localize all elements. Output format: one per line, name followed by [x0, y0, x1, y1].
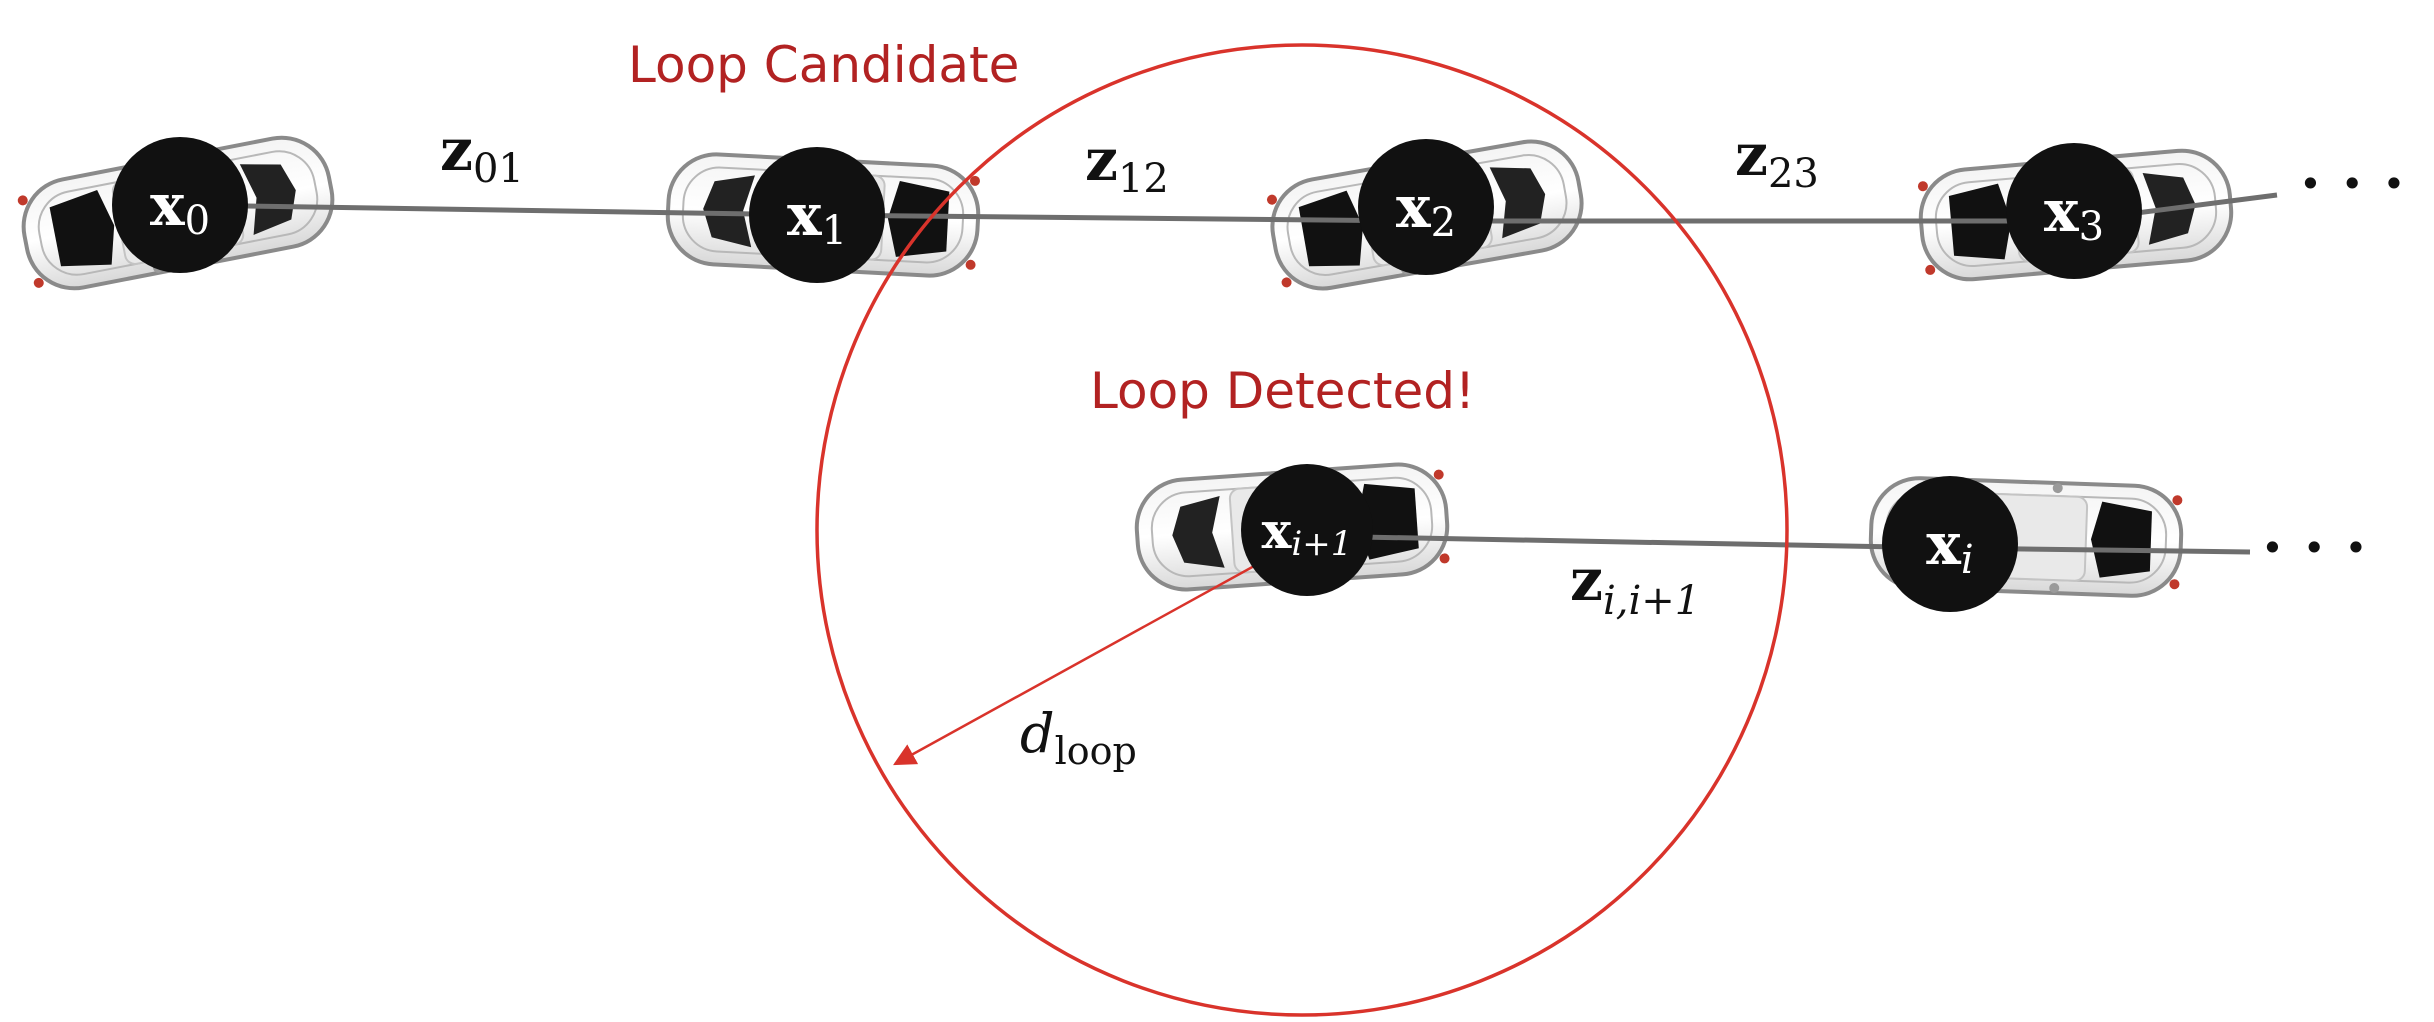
node-x1: x1	[749, 147, 885, 283]
edge-label-z23: z23	[1735, 121, 1819, 197]
edge-label-zi: zi,i+1	[1570, 546, 1700, 624]
edge-z01	[179, 202, 818, 218]
node-x-i: xi	[1882, 476, 2018, 612]
node-x3: x3	[2006, 143, 2142, 279]
svg-text:x3: x3	[2044, 177, 2104, 250]
svg-text:x2: x2	[1396, 173, 1456, 246]
edge-z12	[816, 212, 1427, 224]
loop-detected-label: Loop Detected!	[1090, 362, 1475, 420]
d-loop-label: dloop	[1020, 702, 1137, 773]
ellipsis-top: · · ·	[2300, 149, 2404, 219]
ellipsis-bottom: · · ·	[2262, 513, 2366, 583]
edge-zi	[1306, 533, 1951, 551]
loop-search-circle	[815, 43, 1789, 1017]
svg-text:xi: xi	[1926, 510, 1973, 583]
node-x0: x0	[112, 137, 248, 273]
d-loop-arrow	[893, 542, 1295, 766]
node-x2: x2	[1358, 139, 1494, 275]
loop-candidate-label: Loop Candidate	[628, 36, 1019, 94]
edge-label-z12: z12	[1085, 126, 1169, 202]
node-x-i-plus-1: xi+1	[1241, 464, 1373, 596]
edge-label-z01: z01	[440, 116, 524, 192]
svg-text:x1: x1	[787, 181, 847, 254]
svg-text:x0: x0	[150, 171, 210, 244]
svg-text:xi+1: xi+1	[1262, 501, 1353, 565]
